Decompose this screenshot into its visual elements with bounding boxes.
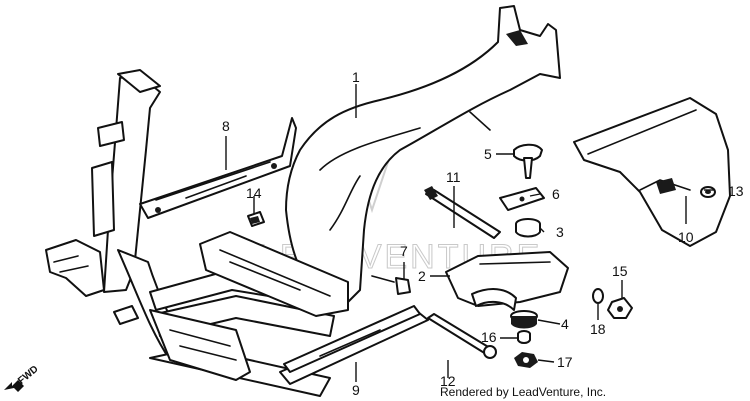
flange-nut [607, 297, 633, 319]
callout-6: 6 [552, 186, 560, 202]
grommet [700, 186, 716, 198]
callout-1: 1 [352, 69, 360, 85]
washer [592, 288, 604, 304]
callout-13: 13 [728, 183, 744, 199]
cushion [510, 310, 538, 329]
callout-9: 9 [352, 382, 360, 398]
pivot-bolt [427, 313, 497, 359]
callout-18: 18 [590, 321, 606, 337]
leader-lines [225, 84, 714, 382]
callout-14: 14 [246, 185, 262, 201]
washer-plate [499, 187, 545, 211]
clip-nut [247, 211, 265, 227]
callout-17: 17 [557, 354, 573, 370]
callout-16: 16 [481, 329, 497, 345]
callout-3: 3 [556, 224, 564, 240]
callout-labels: 1 2 3 4 5 6 7 8 9 10 11 12 13 14 15 16 1… [222, 69, 744, 398]
rear-fender [573, 97, 731, 247]
forward-label: FWD [16, 364, 41, 387]
nut [514, 352, 538, 368]
engine-hanger [445, 251, 569, 311]
callout-10: 10 [678, 229, 694, 245]
collar-small [517, 330, 531, 344]
forward-arrow-icon: FWD [4, 364, 41, 392]
step-bracket-upper [139, 117, 297, 219]
callout-4: 4 [561, 316, 569, 332]
bolt-long [424, 186, 501, 239]
callout-15: 15 [612, 263, 628, 279]
callout-11: 11 [446, 169, 461, 185]
callout-12: 12 [440, 373, 456, 389]
credit-text: Rendered by LeadVenture, Inc. [440, 385, 607, 399]
callout-7: 7 [400, 243, 408, 259]
pin [513, 143, 543, 179]
step-bracket-lower [279, 305, 429, 385]
main-frame [45, 5, 561, 397]
rubber-bushing [515, 218, 541, 238]
callout-8: 8 [222, 118, 230, 134]
callout-5: 5 [484, 146, 492, 162]
callout-2: 2 [418, 268, 426, 284]
